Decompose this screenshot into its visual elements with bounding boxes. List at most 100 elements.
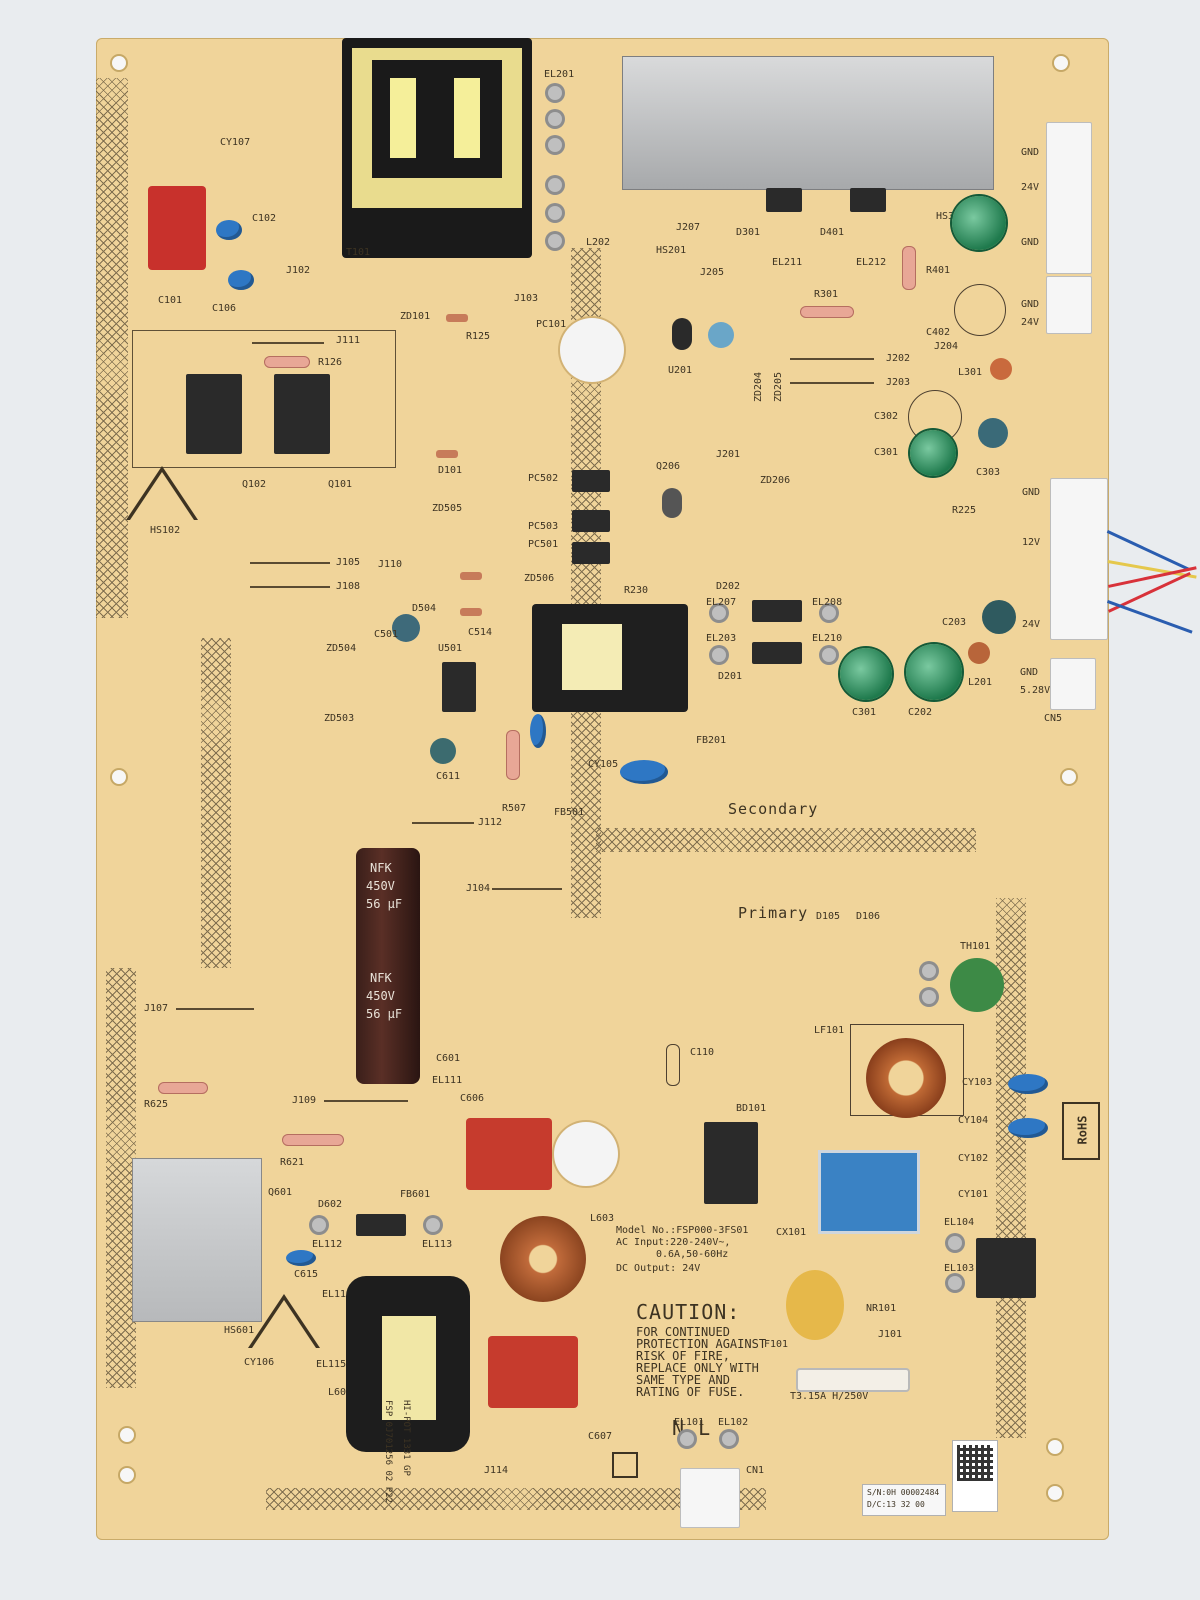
cap-voltage: 450V: [366, 879, 395, 893]
ref-c106: C106: [212, 303, 237, 314]
ref-l201: L201: [968, 677, 993, 688]
ref-el113: EL113: [422, 1239, 453, 1250]
ref-r225: R225: [952, 505, 977, 516]
resistor-r401: [902, 246, 916, 290]
ref-j105: J105: [336, 557, 361, 568]
ref-el115: EL115: [316, 1359, 347, 1370]
ref-zd505: ZD505: [432, 503, 463, 514]
jumper-j107: [176, 1008, 254, 1010]
serial-number: S/N:0H 00002484: [867, 1488, 940, 1497]
optocoupler-pc501: [572, 542, 610, 564]
pfc-inductor-l601: FSP 0J701256 02 P22 HI-POT 1331 GP: [346, 1276, 470, 1503]
ref-cy107: CY107: [220, 137, 251, 148]
pad-el101: [680, 1432, 694, 1446]
model-line: 0.6A,50-60Hz: [656, 1249, 729, 1260]
capacitor-c203: [982, 600, 1016, 634]
diode-d202: [752, 600, 802, 622]
inductor-label-text: FSP 0J701256 02 P22: [383, 1400, 393, 1503]
diode-d101: [436, 450, 458, 458]
jumper-j203: [790, 382, 874, 384]
model-line: AC Input:220-240V~,: [616, 1237, 731, 1248]
ref-c303: C303: [976, 467, 1001, 478]
high-voltage-warning-icon-inner: [252, 1300, 316, 1348]
pad-el208: [822, 606, 836, 620]
ref-el114: EL114: [322, 1289, 353, 1300]
isolation-hatch: [201, 638, 231, 968]
ref-j201: J201: [716, 449, 741, 460]
resistor-r621: [282, 1134, 344, 1146]
ref-nr101: NR101: [866, 1303, 897, 1314]
inductor-l301: [990, 358, 1012, 380]
pcb-board: T101 CY107 EL201 L202 HS201 J205 J207 D3…: [96, 38, 1109, 1540]
diode-d401: [850, 188, 886, 212]
ref-d401: D401: [820, 227, 845, 238]
isolation-hatch: [106, 968, 136, 1388]
isolation-hatch: [96, 78, 128, 618]
ref-el112: EL112: [312, 1239, 343, 1250]
pad-el203: [712, 648, 726, 662]
pad: [548, 178, 562, 192]
bridge-rectifier-bd101: [704, 1122, 758, 1204]
transistor-q206: [662, 488, 682, 518]
pad: [548, 206, 562, 220]
ref-cy102: CY102: [958, 1153, 989, 1164]
capacitor-c501: [392, 614, 420, 642]
ref-j202: J202: [886, 353, 911, 364]
ref-j108: J108: [336, 581, 361, 592]
qr-code-icon: [957, 1445, 993, 1481]
ref-j102: J102: [286, 265, 311, 276]
ref-el102: EL102: [718, 1417, 749, 1428]
cap-brand: NFK: [370, 971, 392, 985]
thermistor-th101: [950, 958, 1004, 1012]
ref-fb501: FB501: [554, 807, 585, 818]
ref-r126: R126: [318, 357, 343, 368]
ref-t101: T101: [346, 247, 371, 258]
ref-el212: EL212: [856, 257, 887, 268]
ref-q102: Q102: [242, 479, 267, 490]
rohs-label: RoHS: [1075, 1115, 1090, 1145]
ref-j112: J112: [478, 817, 503, 828]
ref-c301b: C301: [852, 707, 877, 718]
ref-pc502: PC502: [528, 473, 559, 484]
ac-input-connector-cn1: [680, 1468, 740, 1528]
ref-j114: J114: [484, 1465, 509, 1476]
diode-d201: [752, 642, 802, 664]
ref-el203: EL203: [706, 633, 737, 644]
ref-zd204: ZD204: [753, 371, 765, 403]
ref-el207: EL207: [706, 597, 737, 608]
jumper-j108: [250, 586, 330, 588]
connector-small: [1046, 276, 1092, 334]
dc-output: DC Output: 24V: [616, 1263, 701, 1274]
varistor-nr101: [786, 1270, 844, 1340]
ref-r507: R507: [502, 803, 527, 814]
standby-transformer: [532, 604, 688, 712]
capacitor-cy-small: [530, 714, 546, 748]
board-hole: [554, 1122, 618, 1186]
mounting-hole: [120, 1468, 134, 1482]
ref-c101: C101: [158, 295, 183, 306]
choke-l603: [500, 1216, 586, 1302]
ref-zd504: ZD504: [326, 643, 357, 654]
capacitor-cy104: [1008, 1118, 1048, 1138]
ref-hs601: HS601: [224, 1325, 255, 1336]
jumper-j104: [492, 888, 562, 890]
ref-l301: L301: [958, 367, 983, 378]
caution-block: CAUTION: FOR CONTINUED PROTECTION AGAINS…: [636, 1302, 766, 1398]
ref-el201: EL201: [544, 69, 575, 80]
ref-d301: D301: [736, 227, 761, 238]
ref-cy101: CY101: [958, 1189, 989, 1200]
ref-d504: D504: [412, 603, 437, 614]
ref-el208: EL208: [812, 597, 843, 608]
capacitor-c401: [952, 196, 1006, 250]
ref-l601: L601: [328, 1387, 353, 1398]
optocoupler-pc503: [572, 510, 610, 532]
bulk-capacitor-c601: NFK 450V 56 µF NFK 450V 56 µF: [356, 848, 420, 1084]
ref-r230: R230: [624, 585, 649, 596]
ref-c615: C615: [294, 1269, 319, 1280]
ref-j101: J101: [878, 1329, 903, 1340]
ref-c301: C301: [874, 447, 899, 458]
ref-d202: D202: [716, 581, 741, 592]
connector-cn1b: [976, 1238, 1036, 1298]
cn-label-gnd: GND: [1020, 667, 1039, 678]
main-transformer: [342, 38, 532, 258]
